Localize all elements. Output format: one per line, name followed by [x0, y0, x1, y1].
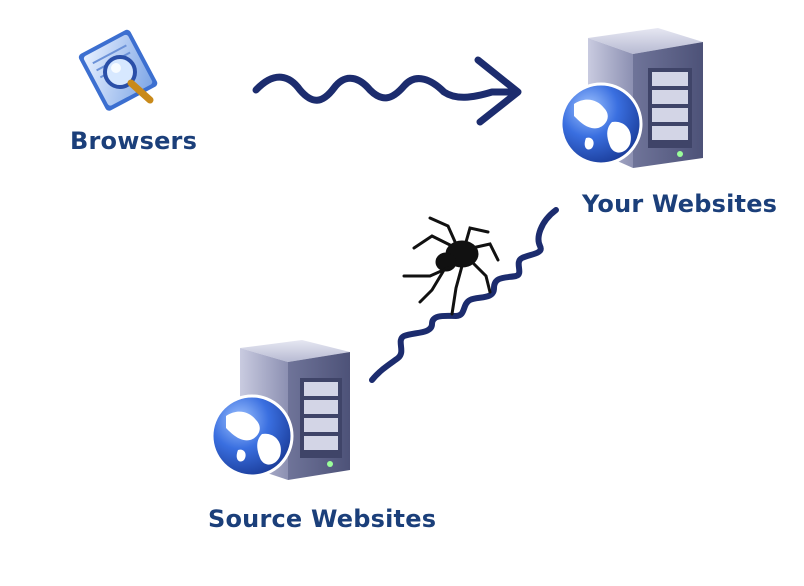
browsers-label: Browsers	[70, 127, 198, 155]
crawl-path	[369, 207, 559, 383]
your-websites-globe-icon	[559, 82, 643, 166]
source-websites-label: Source Websites	[208, 505, 437, 533]
request-arrow	[252, 56, 522, 126]
source-websites-globe-icon	[210, 394, 294, 478]
your-websites-label: Your Websites	[582, 190, 778, 218]
spider-icon	[402, 216, 500, 316]
browser-icon	[78, 29, 158, 111]
